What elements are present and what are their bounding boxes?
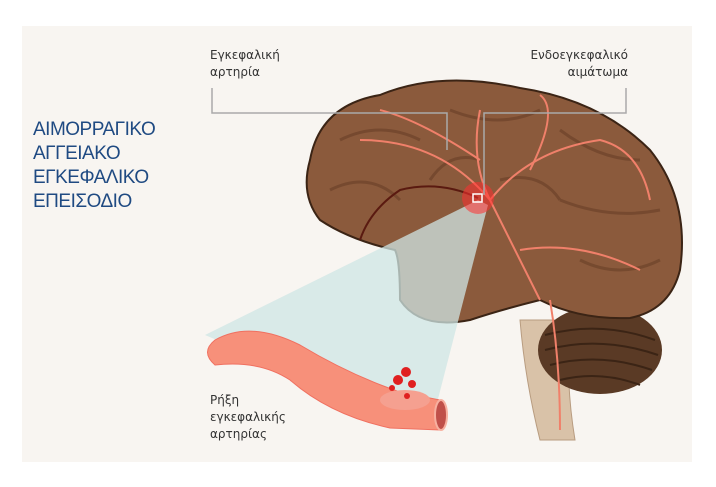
label-line: αιμάτωμα xyxy=(567,65,628,79)
hematoma-leader xyxy=(483,88,627,195)
title-line: ΕΠΕΙΣΟΔΙΟ xyxy=(33,191,132,212)
label-cerebral-artery: Εγκεφαλική αρτηρία xyxy=(210,47,280,81)
label-line: Ενδοεγκεφαλικό xyxy=(530,48,628,62)
label-rupture: Ρήξη εγκεφαλικής αρτηρίας xyxy=(210,392,286,443)
label-line: αρτηρία xyxy=(210,65,260,79)
label-hematoma: Ενδοεγκεφαλικό αιμάτωμα xyxy=(520,47,628,81)
label-line: Ρήξη xyxy=(210,393,240,407)
magnify-cone xyxy=(205,200,488,430)
blood-burst xyxy=(389,367,416,399)
diagram-title: ΑΙΜΟΡΡΑΓΙΚΟ ΑΓΓΕΙΑΚΟ ΕΓΚΕΦΑΛΙΚΟ ΕΠΕΙΣΟΔΙ… xyxy=(33,118,156,214)
label-line: εγκεφαλικής xyxy=(210,410,286,424)
label-line: Εγκεφαλική xyxy=(210,48,280,62)
hematoma-glow xyxy=(462,182,494,214)
cerebellum xyxy=(538,306,662,394)
title-line: ΑΓΓΕΙΑΚΟ xyxy=(33,143,121,164)
artery-leader xyxy=(211,88,448,150)
title-line: ΕΓΚΕΦΑΛΙΚΟ xyxy=(33,167,149,188)
zoom-box xyxy=(472,193,483,203)
ruptured-artery xyxy=(207,330,441,431)
label-line: αρτηρίας xyxy=(210,427,267,441)
title-line: ΑΙΜΟΡΡΑΓΙΚΟ xyxy=(33,119,156,140)
